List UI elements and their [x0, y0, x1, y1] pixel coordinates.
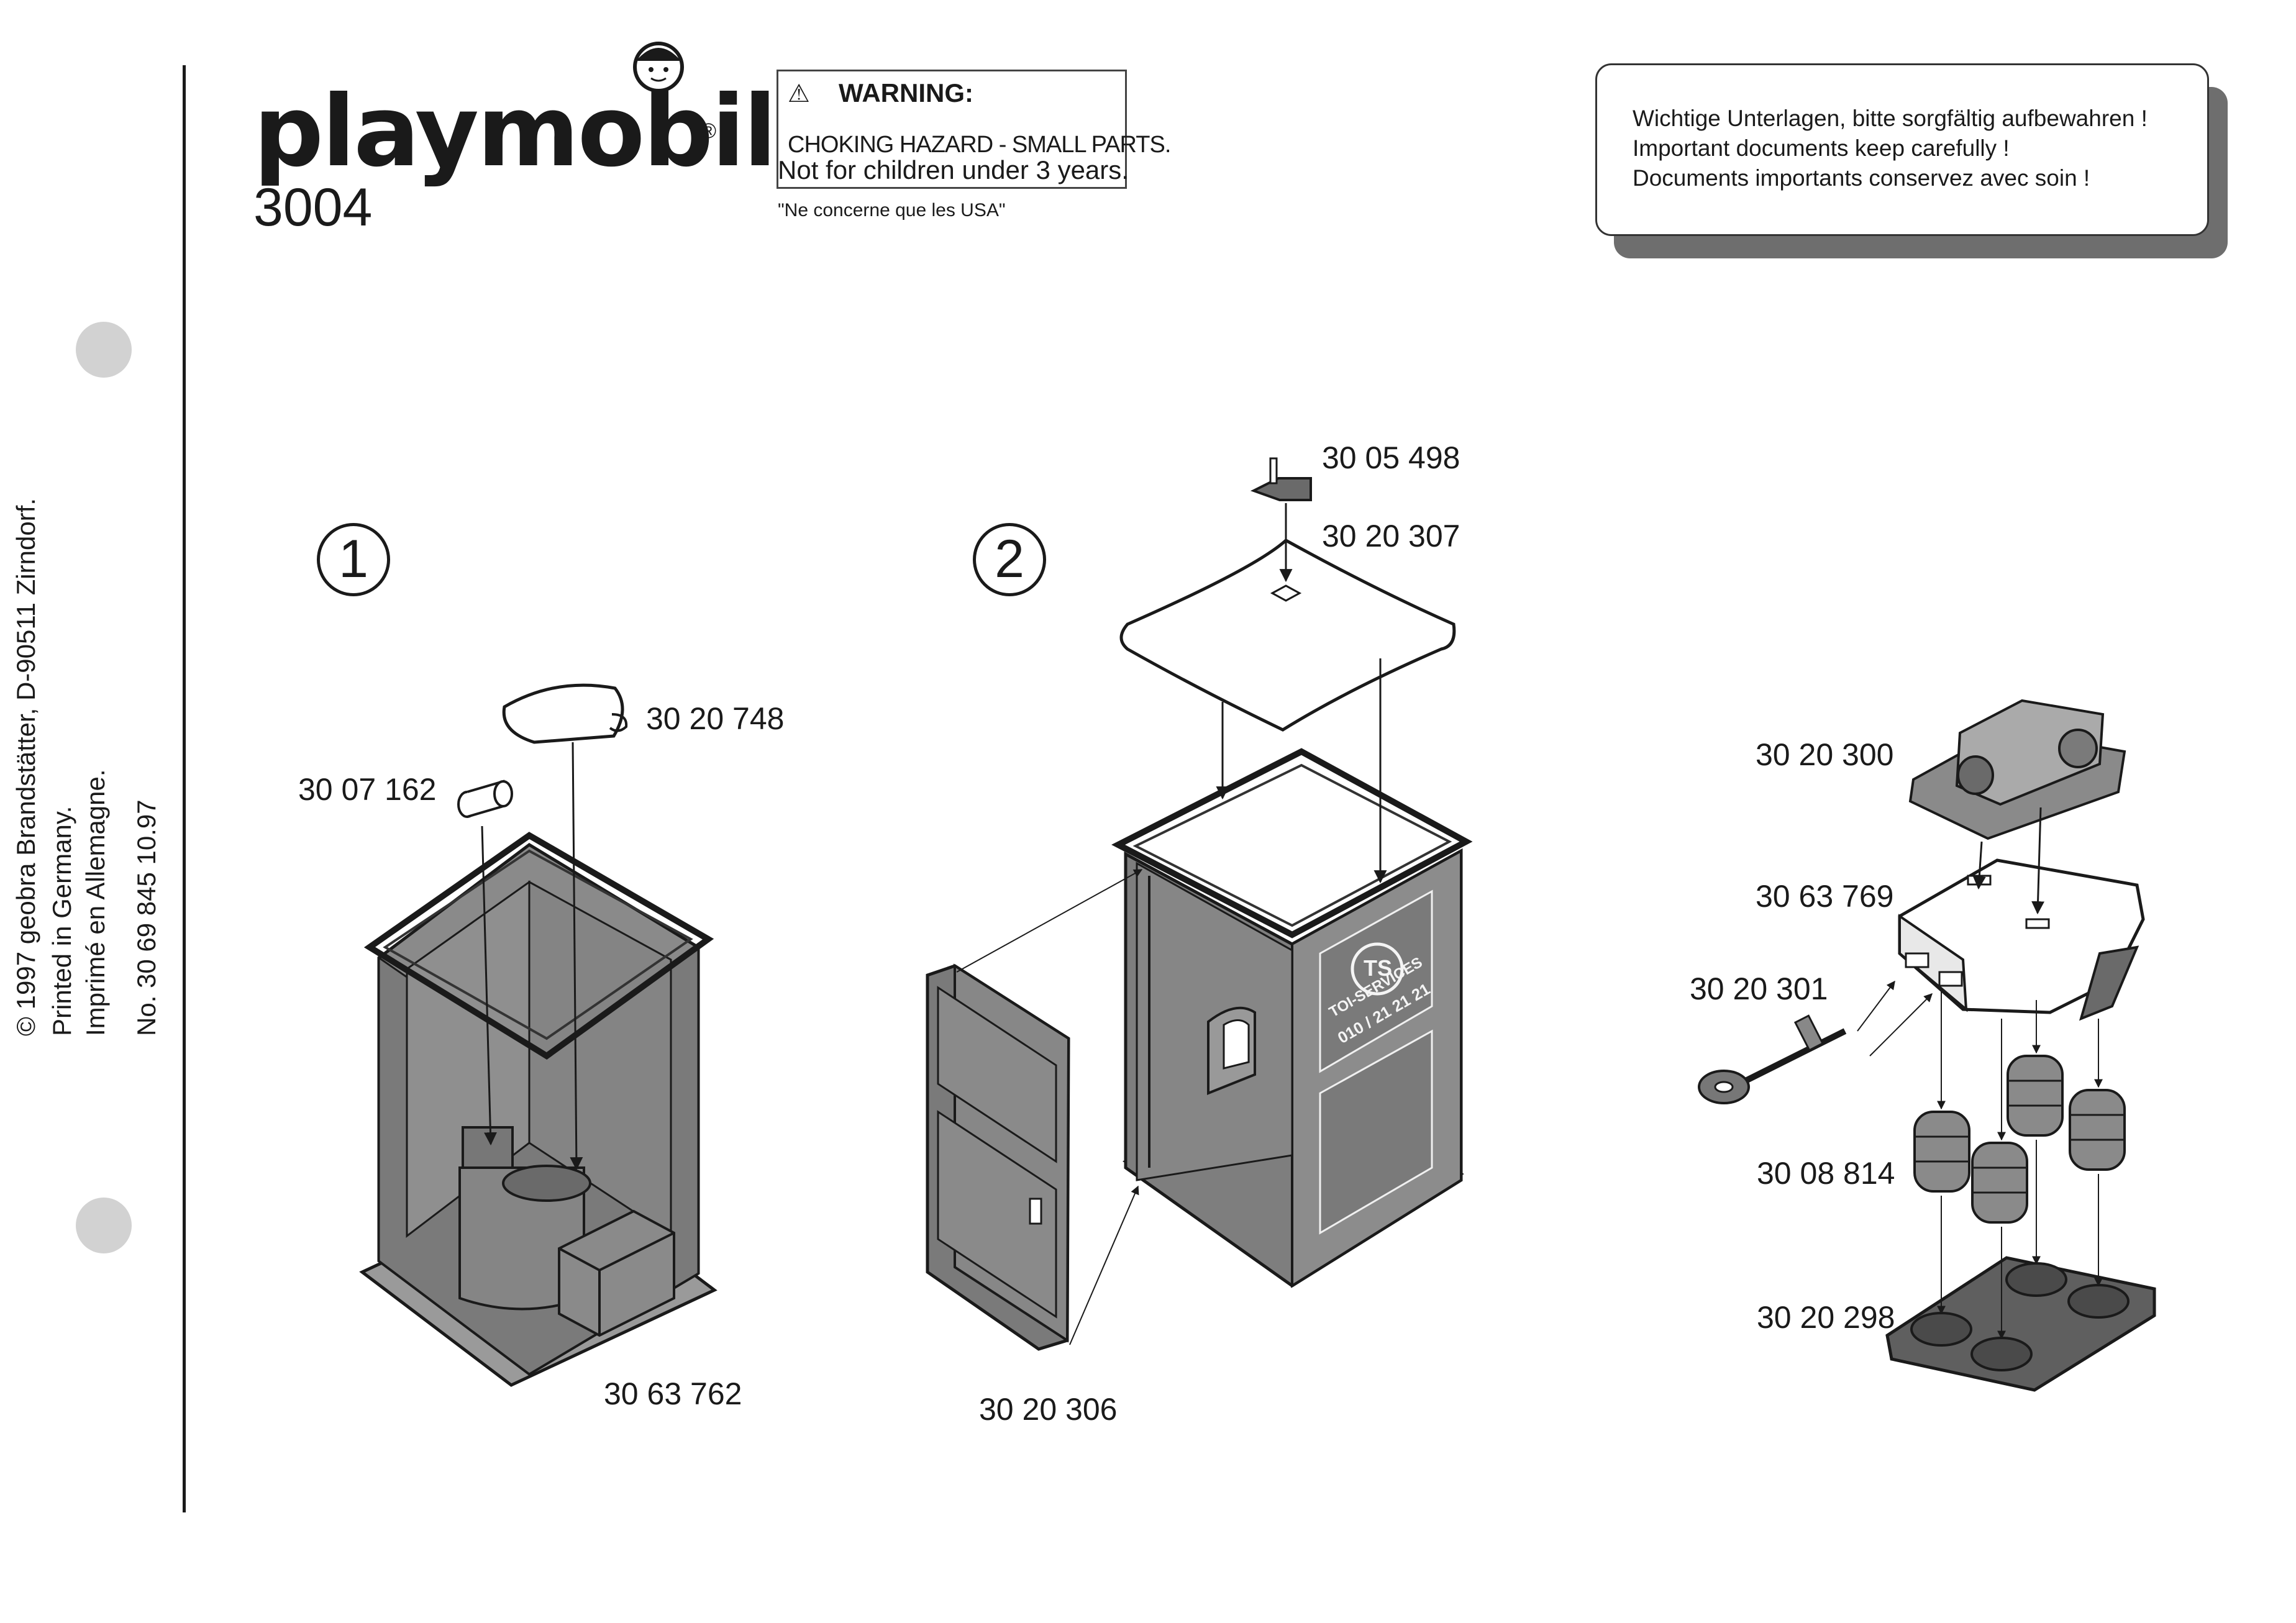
part-label-door: 30 20 306: [979, 1392, 1118, 1427]
part-label-base: 30 20 298: [1757, 1300, 1895, 1335]
part-label-tank: 30 63 769: [1756, 879, 1894, 914]
product-number: 3004: [253, 178, 373, 237]
warning-title: WARNING:: [839, 78, 973, 107]
part-label-clip: 30 05 498: [1322, 440, 1460, 475]
warning-line-1: CHOKING HAZARD - SMALL PARTS.: [788, 132, 1171, 158]
base-plate: [1885, 1256, 2156, 1392]
roof-clip: [1250, 457, 1312, 501]
part-label-pump: 30 20 300: [1756, 737, 1894, 772]
step-2-marker: 2: [973, 523, 1046, 596]
part-label-key: 30 20 301: [1690, 971, 1828, 1006]
barrels: [1913, 1055, 2126, 1224]
part-label-barrels: 30 08 814: [1757, 1156, 1895, 1191]
warning-line-2: Not for children under 3 years.: [778, 155, 1129, 184]
registered-mark: ®: [701, 119, 717, 143]
step-1-cabin: [359, 832, 718, 1387]
sign-logo: TS: [1364, 955, 1393, 981]
usa-note: "Ne concerne que les USA": [778, 200, 1006, 220]
pump-unit: [1908, 699, 2126, 840]
brand-logo: playmobil: [253, 75, 777, 189]
part-label-lid: 30 20 748: [646, 701, 785, 736]
part-label-roof: 30 20 307: [1322, 519, 1460, 553]
punch-hole: [76, 322, 132, 378]
roof: [1119, 538, 1456, 732]
binding-rule: [183, 65, 186, 1512]
warning-triangle-icon: ⚠: [788, 80, 810, 107]
step-1-marker: 1: [317, 523, 390, 596]
part-label-cabin-1: 30 63 762: [604, 1376, 742, 1411]
paper-roll: [457, 780, 513, 818]
tank: [1898, 858, 2145, 1021]
step-2-cabin: [1111, 748, 1473, 1288]
punch-hole: [76, 1198, 132, 1253]
door: [926, 963, 1070, 1351]
documents-box: [1595, 63, 2209, 236]
documents-note-de: Wichtige Unterlagen, bitte sorgfältig au…: [1633, 106, 2148, 131]
warning-box: [777, 70, 1127, 189]
drain-key: [1698, 1014, 1847, 1104]
documents-note-fr: Documents importants conservez avec soin…: [1633, 165, 2090, 191]
documents-note-en: Important documents keep carefully !: [1633, 135, 2010, 161]
toilet-lid: [502, 683, 628, 744]
part-label-roll: 30 07 162: [298, 772, 437, 807]
